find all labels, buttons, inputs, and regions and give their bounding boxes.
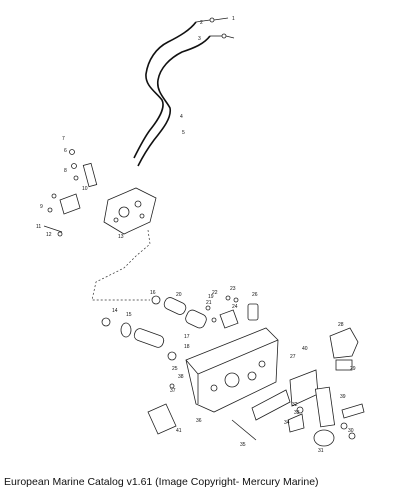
part-label: 41 bbox=[176, 428, 182, 434]
part-label: 12 bbox=[46, 232, 52, 238]
small-brackets bbox=[219, 295, 259, 329]
part-label: 1 bbox=[232, 16, 235, 22]
shaft-assembly bbox=[101, 295, 217, 361]
part-label: 22 bbox=[212, 290, 218, 296]
part-label: 11 bbox=[36, 224, 41, 230]
part-label: 40 bbox=[302, 346, 308, 352]
part-label: 29 bbox=[350, 366, 356, 372]
part-label: 15 bbox=[126, 312, 132, 318]
part-label: 9 bbox=[40, 204, 43, 210]
part-label: 31 bbox=[318, 448, 324, 454]
part-label: 21 bbox=[206, 300, 212, 306]
part-label: 25 bbox=[172, 366, 178, 372]
right-components bbox=[251, 327, 365, 447]
control-box bbox=[185, 327, 279, 413]
part-label: 2 bbox=[200, 20, 203, 26]
part-label: 18 bbox=[184, 344, 190, 350]
part-label: 27 bbox=[290, 354, 296, 360]
part-label: 13 bbox=[118, 234, 124, 240]
part-label: 8 bbox=[64, 168, 67, 174]
routing-line bbox=[91, 229, 151, 301]
part-label: 38 bbox=[178, 374, 184, 380]
linkage-parts bbox=[43, 149, 98, 237]
part-label: 23 bbox=[230, 286, 236, 292]
part-label: 30 bbox=[348, 428, 354, 434]
part-label: 36 bbox=[196, 418, 202, 424]
part-label: 24 bbox=[232, 304, 238, 310]
part-label: 4 bbox=[180, 114, 183, 120]
part-label: 10 bbox=[82, 186, 88, 192]
part-label: 20 bbox=[176, 292, 182, 298]
part-label: 5 bbox=[182, 130, 185, 136]
part-label: 3 bbox=[198, 36, 201, 42]
mounting-plate bbox=[103, 187, 157, 235]
control-cables bbox=[133, 17, 235, 167]
part-label: 28 bbox=[338, 322, 344, 328]
part-label: 7 bbox=[62, 136, 65, 142]
bottom-parts bbox=[147, 383, 257, 441]
part-label: 34 bbox=[284, 420, 290, 426]
part-label: 32 bbox=[292, 402, 298, 408]
part-label: 6 bbox=[64, 148, 67, 154]
part-label: 26 bbox=[252, 292, 258, 298]
part-label: 39 bbox=[340, 394, 346, 400]
exploded-parts-diagram: 1 2 3 4 5 6 7 8 9 10 11 12 13 14 15 16 1… bbox=[36, 16, 365, 454]
part-label: 35 bbox=[240, 442, 246, 448]
part-label: 19 bbox=[208, 294, 214, 300]
part-label: 37 bbox=[170, 388, 176, 394]
part-label: 14 bbox=[112, 308, 118, 314]
part-label: 16 bbox=[150, 290, 156, 296]
part-label: 33 bbox=[294, 410, 300, 416]
part-labels: 1 2 3 4 5 6 7 8 9 10 11 12 13 14 15 16 1… bbox=[36, 16, 356, 454]
part-label: 17 bbox=[184, 334, 190, 340]
image-caption: European Marine Catalog v1.61 (Image Cop… bbox=[4, 476, 319, 488]
